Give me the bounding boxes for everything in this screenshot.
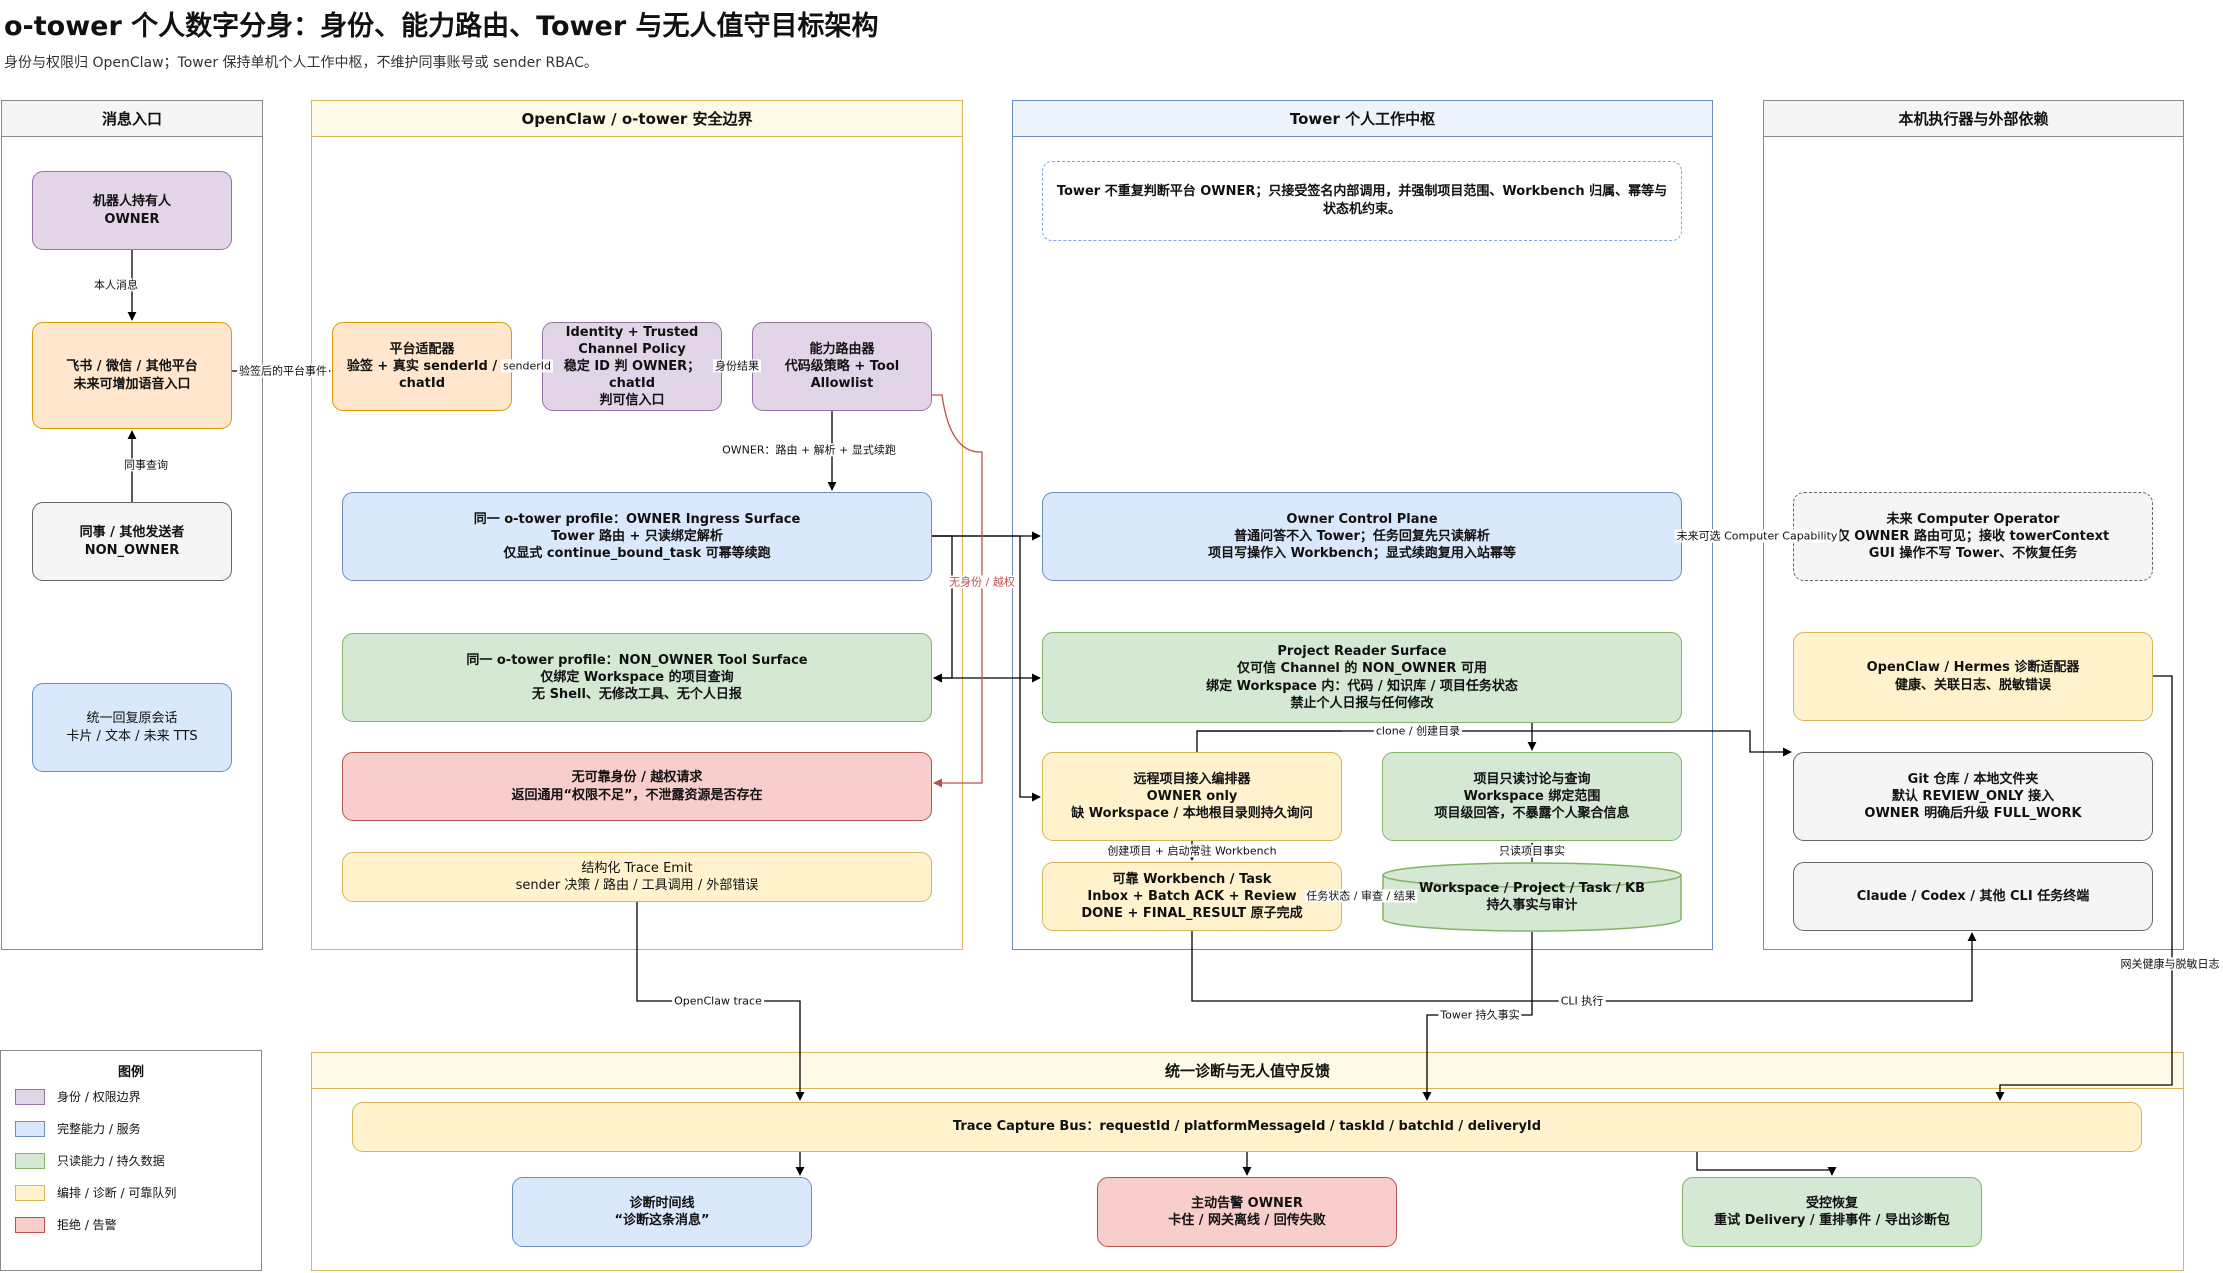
readonly-discussion-node: 项目只读讨论与查询 Workspace 绑定范围 项目级回答，不暴露个人聚合信息 xyxy=(1382,752,1682,841)
workspace-store-node: Workspace / Project / Task / KB 持久事实与审计 xyxy=(1382,862,1682,932)
edge-label-no-identity: 无身份 / 越权 xyxy=(947,575,1017,589)
owner-alert-node: 主动告警 OWNER 卡住 / 网关离线 / 回传失败 xyxy=(1097,1177,1397,1247)
legend-item-identity: 身份 / 权限边界 xyxy=(15,1088,141,1105)
owner-node: 机器人持有人 OWNER xyxy=(32,171,232,250)
edge-label-gateway-health: 网关健康与脱敏日志 xyxy=(2118,957,2222,971)
legend-item-label: 完整能力 / 服务 xyxy=(57,1122,141,1136)
diagnostic-timeline-node: 诊断时间线 “诊断这条消息” xyxy=(512,1177,812,1247)
edge-label-self-msg: 本人消息 xyxy=(92,278,140,292)
platform-adapter-node: 平台适配器 验签 + 真实 senderId / chatId xyxy=(332,322,512,411)
legend-swatch xyxy=(15,1120,45,1137)
trace-capture-bus-node: Trace Capture Bus：requestId / platformMe… xyxy=(352,1102,2142,1152)
controlled-recovery-node: 受控恢复 重试 Delivery / 重排事件 / 导出诊断包 xyxy=(1682,1177,1982,1247)
diagnostic-adapter-node: OpenClaw / Hermes 诊断适配器 健康、关联日志、脱敏错误 xyxy=(1793,632,2153,721)
workbench-task-node: 可靠 Workbench / Task Inbox + Batch ACK + … xyxy=(1042,862,1342,931)
legend-swatch xyxy=(15,1216,45,1233)
workspace-store-label: Workspace / Project / Task / KB 持久事实与审计 xyxy=(1419,881,1645,914)
lane-diagnostics-title: 统一诊断与无人值守反馈 xyxy=(312,1053,2183,1089)
edge-label-readonly-facts: 只读项目事实 xyxy=(1497,844,1567,858)
lane-openclaw-boundary-title: OpenClaw / o-tower 安全边界 xyxy=(312,101,962,137)
edge-label-create-project: 创建项目 + 启动常驻 Workbench xyxy=(1105,844,1279,858)
reject-node: 无可靠身份 / 越权请求 返回通用“权限不足”，不泄露资源是否存在 xyxy=(342,752,932,821)
edge-label-owner-route: OWNER：路由 + 解析 + 显式续跑 xyxy=(720,443,898,457)
platforms-node: 飞书 / 微信 / 其他平台 未来可增加语音入口 xyxy=(32,322,232,429)
edge-label-identity-result: 身份结果 xyxy=(713,359,761,373)
legend-item-full-capability: 完整能力 / 服务 xyxy=(15,1120,141,1137)
legend-item-readonly: 只读能力 / 持久数据 xyxy=(15,1152,165,1169)
computer-operator-node: 未来 Computer Operator 仅 OWNER 路由可见；接收 tow… xyxy=(1793,492,2153,581)
lane-message-entry-title: 消息入口 xyxy=(2,101,262,137)
legend-item-label: 身份 / 权限边界 xyxy=(57,1090,141,1104)
owner-control-plane-node: Owner Control Plane 普通问答不入 Tower；任务回复先只读… xyxy=(1042,492,1682,581)
owner-ingress-surface-node: 同一 o-tower profile：OWNER Ingress Surface… xyxy=(342,492,932,581)
page-title: o-tower 个人数字分身：身份、能力路由、Tower 与无人值守目标架构 xyxy=(4,11,879,42)
legend-swatch xyxy=(15,1152,45,1169)
legend-item-reject: 拒绝 / 告警 xyxy=(15,1216,117,1233)
edge-label-cli-exec: CLI 执行 xyxy=(1558,994,1606,1008)
trace-emit-node: 结构化 Trace Emit sender 决策 / 路由 / 工具调用 / 外… xyxy=(342,852,932,902)
page-subtitle: 身份与权限归 OpenClaw；Tower 保持单机个人工作中枢，不维护同事账号… xyxy=(4,55,598,71)
edge-label-sender-id: senderId xyxy=(501,359,553,373)
cli-terminal-node: Claude / Codex / 其他 CLI 任务终端 xyxy=(1793,862,2153,931)
legend-title: 图例 xyxy=(117,1065,144,1080)
project-reader-surface-node: Project Reader Surface 仅可信 Channel 的 NON… xyxy=(1042,632,1682,723)
nonowner-tool-surface-node: 同一 o-tower profile：NON_OWNER Tool Surfac… xyxy=(342,633,932,722)
legend-item-label: 编排 / 诊断 / 可靠队列 xyxy=(57,1186,177,1200)
edge-label-tower-facts: Tower 持久事实 xyxy=(1438,1008,1522,1022)
identity-policy-node: Identity + Trusted Channel Policy 稳定 ID … xyxy=(542,322,722,411)
edge-label-future-capability: 未来可选 Computer Capability xyxy=(1674,529,1840,543)
lane-tower-hub-title: Tower 个人工作中枢 xyxy=(1013,101,1712,137)
edge-label-openclaw-trace: OpenClaw trace xyxy=(672,994,764,1008)
edge-label-colleague-query: 同事查询 xyxy=(122,458,170,472)
reply-node: 统一回复原会话 卡片 / 文本 / 未来 TTS xyxy=(32,683,232,772)
tower-constraint-note: Tower 不重复判断平台 OWNER；只接受签名内部调用，并强制项目范围、Wo… xyxy=(1042,161,1682,241)
edge-label-verified-event: 验签后的平台事件 xyxy=(237,364,329,378)
legend-swatch xyxy=(15,1184,45,1201)
capability-router-node: 能力路由器 代码级策略 + Tool Allowlist xyxy=(752,322,932,411)
lane-local-executors-title: 本机执行器与外部依赖 xyxy=(1764,101,2183,137)
legend-item-label: 只读能力 / 持久数据 xyxy=(57,1154,165,1168)
remote-onboarding-node: 远程项目接入编排器 OWNER only 缺 Workspace / 本地根目录… xyxy=(1042,752,1342,841)
git-repo-node: Git 仓库 / 本地文件夹 默认 REVIEW_ONLY 接入 OWNER 明… xyxy=(1793,752,2153,841)
legend-swatch xyxy=(15,1088,45,1105)
legend-item-label: 拒绝 / 告警 xyxy=(57,1218,117,1232)
legend-item-orchestration: 编排 / 诊断 / 可靠队列 xyxy=(15,1184,176,1201)
edge-label-task-state: 任务状态 / 审查 / 结果 xyxy=(1304,889,1418,903)
colleague-node: 同事 / 其他发送者 NON_OWNER xyxy=(32,502,232,581)
edge-label-clone: clone / 创建目录 xyxy=(1373,724,1463,738)
legend: 图例 身份 / 权限边界 完整能力 / 服务 只读能力 / 持久数据 编排 / … xyxy=(0,1050,262,1271)
